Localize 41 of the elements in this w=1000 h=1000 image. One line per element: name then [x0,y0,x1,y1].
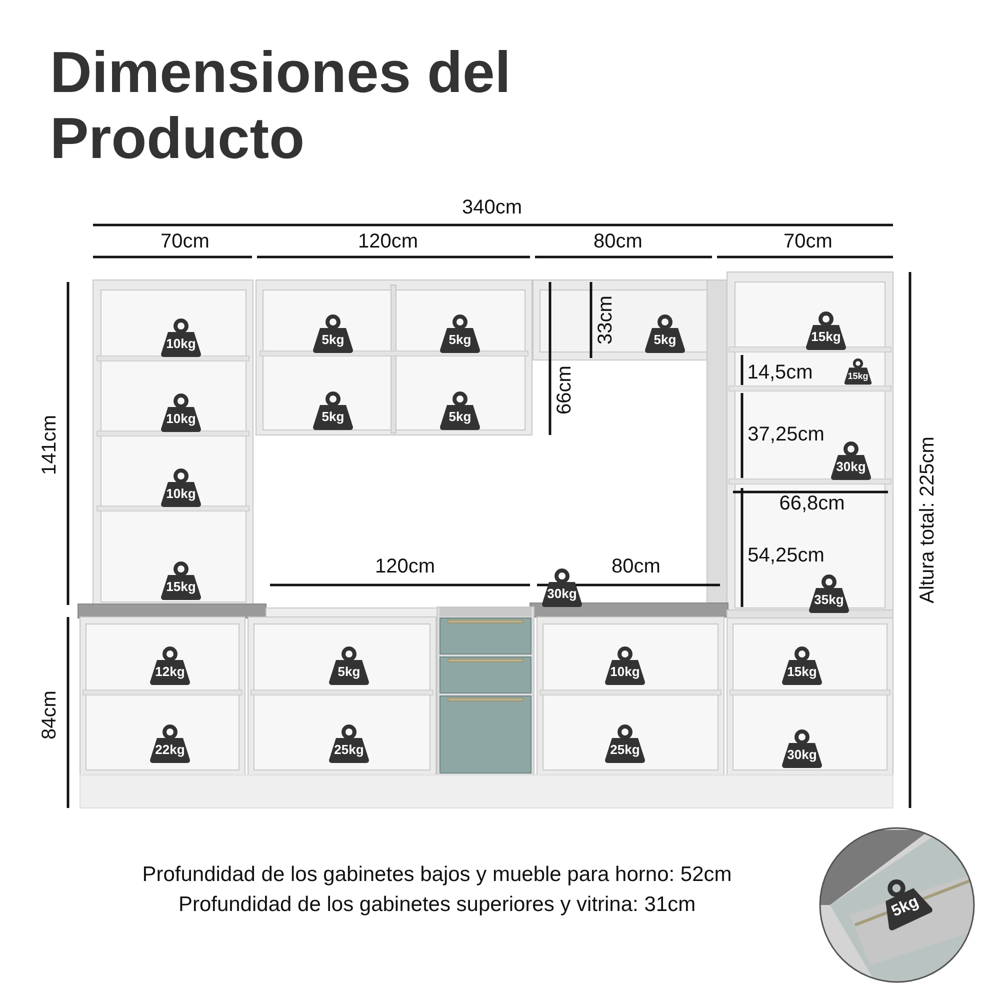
dimension-label: 340cm [462,196,522,220]
weight-badge: 5kg [311,313,355,353]
weight-badge: 5kg [643,313,687,353]
note-text: Profundidad de los gabinetes superiores y vitrina: 31cm [178,893,696,917]
dimension-label: 70cm [160,230,210,254]
weight-badge: 10kg [159,317,203,357]
weight-badge: 35kg [807,573,851,613]
dimension-label: 37,25cm [748,424,824,446]
dimension-label: 80cm [612,556,660,578]
dimension-label: 80cm [594,230,642,254]
weight-badge: 15kg [843,357,873,385]
dimension-label: 14,5cm [747,362,813,384]
weight-badge: 10kg [603,645,647,685]
dimension-label: 54,25cm [748,544,824,568]
dimension-label: 66,8cm [779,492,845,516]
note-text: Profundidad de los gabinetes bajos y mueble para horno: 52cm [142,863,732,887]
weight-badge: 5kg [311,390,355,430]
weight-badge: 30kg [829,440,873,480]
dimension-label: 141cm [38,414,62,476]
dimension-label: 66cm [554,366,576,414]
weight-badge: 12kg [148,645,192,685]
dimension-label: 84cm [38,690,62,740]
weight-badge: 15kg [804,310,848,350]
weight-badge: 5kg [438,313,482,353]
weight-badge: 25kg [603,723,647,763]
weight-badge: 5kg [438,390,482,430]
weight-badge: 30kg [780,728,824,768]
dimension-label: 120cm [358,230,418,254]
weight-badge: 15kg [780,645,824,685]
weight-badge: 10kg [159,467,203,507]
weight-badge: 25kg [327,723,371,763]
title: Dimensiones del Producto [50,40,512,172]
weight-badge: 5kg [327,645,371,685]
dimension-label: Altura total: 225cm [916,436,940,604]
weight-badge: 10kg [159,392,203,432]
weight-badge: 30kg [540,567,584,607]
dimension-label: 33cm [594,296,618,344]
weight-badge: 15kg [159,560,203,600]
dimension-label: 120cm [374,556,436,578]
weight-badge: 22kg [148,723,192,763]
dimension-label: 70cm [784,230,832,254]
